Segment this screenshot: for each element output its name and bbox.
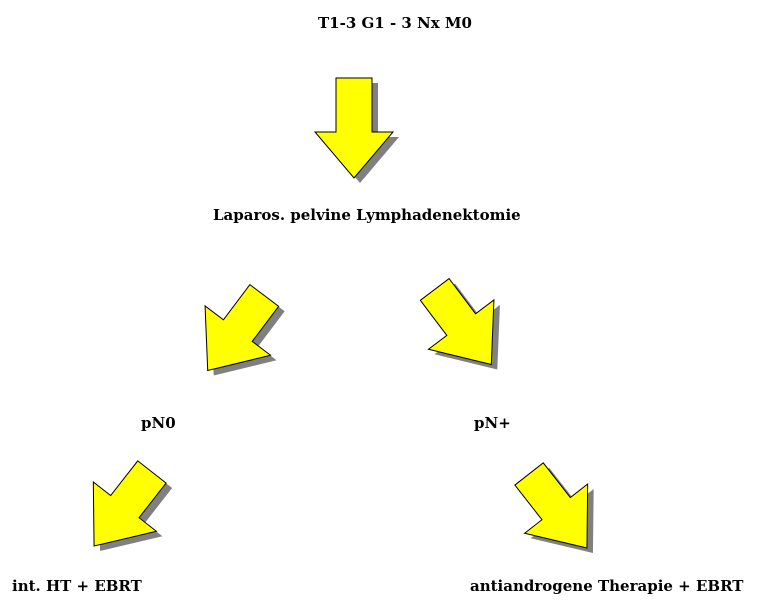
pn0-label: pN0 xyxy=(141,414,176,432)
pnplus-label: pN+ xyxy=(474,414,511,432)
arrow-surgery-to-pnplus xyxy=(419,277,495,366)
arrow-pnplus-to-therapy xyxy=(514,462,589,549)
surgery-label: Laparos. pelvine Lymphadenektomie xyxy=(213,206,521,224)
right-therapy-label: antiandrogene Therapie + EBRT xyxy=(470,577,744,595)
arrow-pn0-to-therapy xyxy=(92,460,167,547)
arrow-surgery-to-pn0 xyxy=(204,283,280,372)
left-therapy-label: int. HT + EBRT xyxy=(12,577,142,595)
stage-label: T1-3 G1 - 3 Nx M0 xyxy=(318,14,472,32)
arrow-stage-to-surgery xyxy=(313,77,395,179)
